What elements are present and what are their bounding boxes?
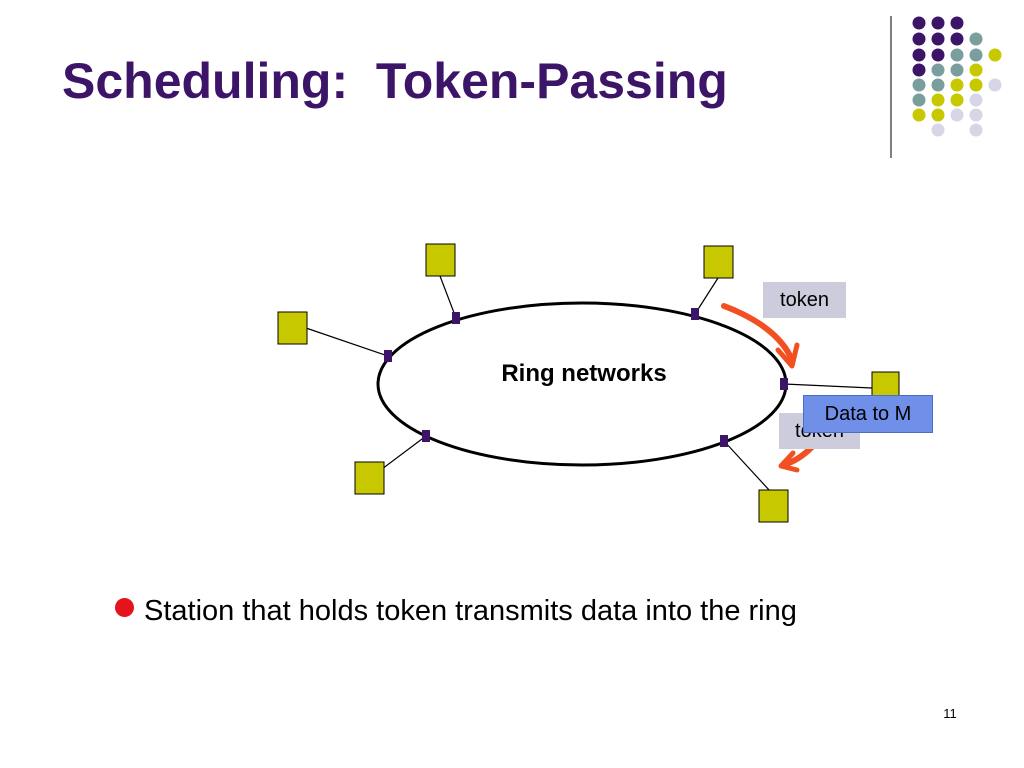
station — [354, 461, 385, 495]
decor-dot — [912, 48, 926, 62]
ring-node — [422, 430, 430, 442]
ring-node — [384, 350, 392, 362]
token-arrow-head-icon — [775, 342, 800, 369]
decor-dot — [950, 78, 964, 92]
decor-dot — [969, 108, 983, 122]
decor-dot — [912, 32, 926, 46]
decor-dot — [969, 78, 983, 92]
bullet-text: Station that holds token transmits data … — [144, 595, 797, 627]
data-to-m-box: Data to M — [803, 395, 933, 433]
decor-dot — [969, 63, 983, 77]
decor-divider — [890, 16, 892, 158]
decor-dot — [969, 32, 983, 46]
station — [758, 489, 789, 523]
token-label: token — [763, 282, 846, 318]
decor-dot — [950, 48, 964, 62]
decor-dot — [950, 32, 964, 46]
decor-dot — [950, 16, 964, 30]
station-link — [783, 383, 873, 389]
decor-dot — [969, 93, 983, 107]
decor-dot — [931, 108, 945, 122]
station-link — [723, 440, 771, 492]
station-link — [439, 275, 457, 319]
dot-grid-decoration — [912, 16, 1002, 137]
decor-dot — [931, 123, 945, 137]
decor-dot — [912, 93, 926, 107]
ring-networks-label: Ring networks — [501, 360, 667, 387]
decor-dot — [912, 63, 926, 77]
decor-dot — [912, 16, 926, 30]
decor-dot — [931, 48, 945, 62]
station — [277, 311, 308, 345]
ring-node — [452, 312, 460, 324]
decor-dot — [912, 108, 926, 122]
bullet-dot-icon — [115, 598, 134, 617]
decor-dot — [912, 78, 926, 92]
station — [703, 245, 734, 279]
decor-dot — [988, 78, 1002, 92]
decor-dot — [950, 63, 964, 77]
decor-dot — [931, 32, 945, 46]
ring-network-diagram — [277, 243, 900, 523]
token-arrow-head-icon — [778, 450, 800, 473]
token-arrow-icon — [721, 303, 795, 363]
ring-node — [691, 308, 699, 320]
decor-dot — [931, 93, 945, 107]
decor-dot — [950, 108, 964, 122]
bullet-point: Station that holds token transmits data … — [115, 595, 797, 628]
decor-dot — [931, 63, 945, 77]
decor-dot — [988, 48, 1002, 62]
ring-node — [720, 435, 728, 447]
decor-dot — [950, 93, 964, 107]
decor-dot — [931, 16, 945, 30]
station-link — [305, 327, 389, 357]
slide-title: Scheduling: Token-Passing — [62, 53, 728, 109]
decor-dot — [969, 48, 983, 62]
station — [425, 243, 456, 277]
page-number: 11 — [943, 706, 957, 721]
decor-dot — [969, 123, 983, 137]
decor-dot — [931, 78, 945, 92]
ring-node — [780, 378, 788, 390]
